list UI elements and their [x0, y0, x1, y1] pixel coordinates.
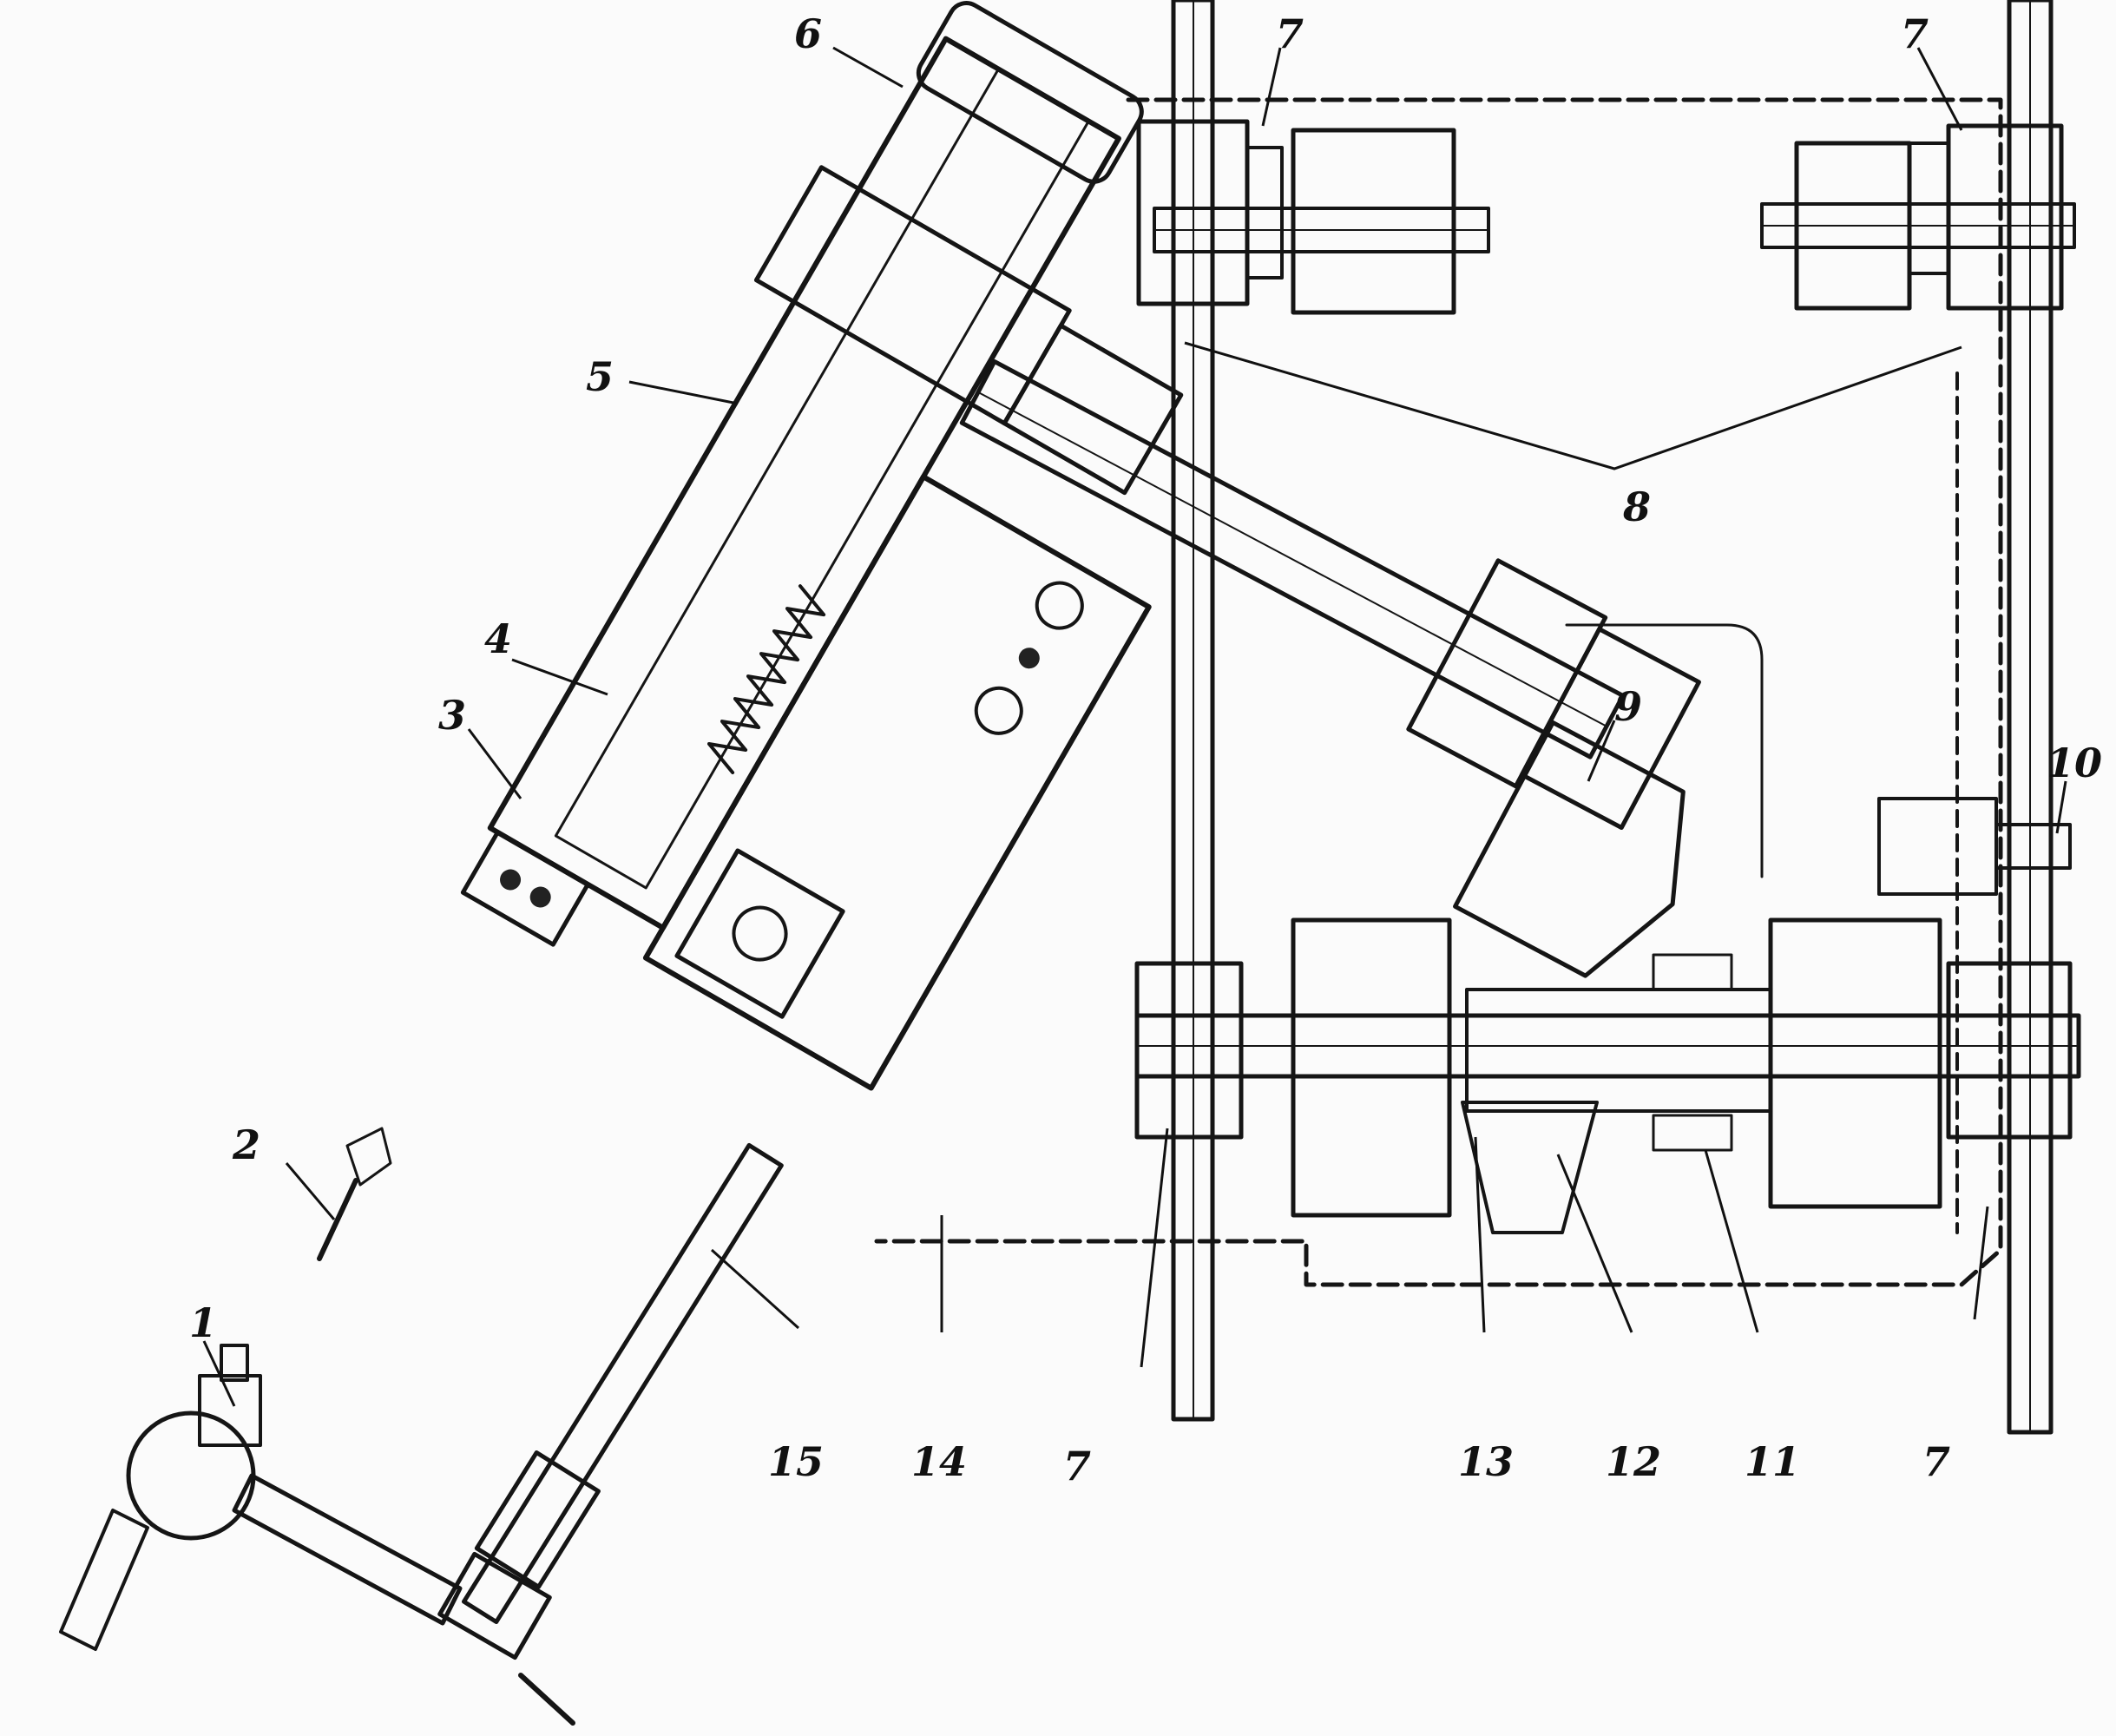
part-10-stub	[1877, 797, 2072, 896]
bevel-gear-9	[1453, 720, 1686, 978]
bearing-top-left	[1136, 119, 1490, 315]
tilted-carriage	[460, 1, 1184, 1091]
callout-8: 8	[1622, 483, 1651, 530]
callout-7-top-right: 7	[1901, 10, 1929, 57]
callout-7-bottom-left: 7	[1063, 1443, 1091, 1489]
callout-12: 12	[1606, 1438, 1661, 1485]
vertical-rails	[1171, 0, 2054, 1435]
callout-4: 4	[484, 615, 512, 662]
housing-outline	[874, 97, 2003, 1287]
callout-2: 2	[232, 1121, 260, 1168]
callout-11: 11	[1745, 1438, 1800, 1485]
leader-lines	[202, 46, 2067, 1407]
callout-labels: 1 2 3 4 5 6 7 7 7 7 8 9 10 11 12 13 14 1…	[189, 10, 2102, 1489]
knuckle-joint	[59, 1344, 575, 1726]
callout-10: 10	[2047, 740, 2102, 786]
callout-1: 1	[189, 1299, 217, 1346]
callout-15: 15	[768, 1438, 824, 1485]
callout-7-top-left: 7	[1276, 10, 1304, 57]
callout-5: 5	[586, 353, 614, 400]
bottom-shaft-assembly	[1134, 917, 2081, 1234]
callout-7-bottom-right: 7	[1922, 1438, 1950, 1485]
callout-9: 9	[1614, 683, 1642, 730]
bearing-top-right	[1760, 123, 2076, 311]
callout-3: 3	[438, 692, 466, 739]
needle	[317, 1127, 392, 1261]
callout-13: 13	[1458, 1438, 1514, 1485]
inclined-shaft	[959, 359, 1701, 831]
drive-rod	[461, 1142, 784, 1625]
callout-14: 14	[911, 1438, 967, 1485]
callout-6: 6	[794, 10, 822, 57]
